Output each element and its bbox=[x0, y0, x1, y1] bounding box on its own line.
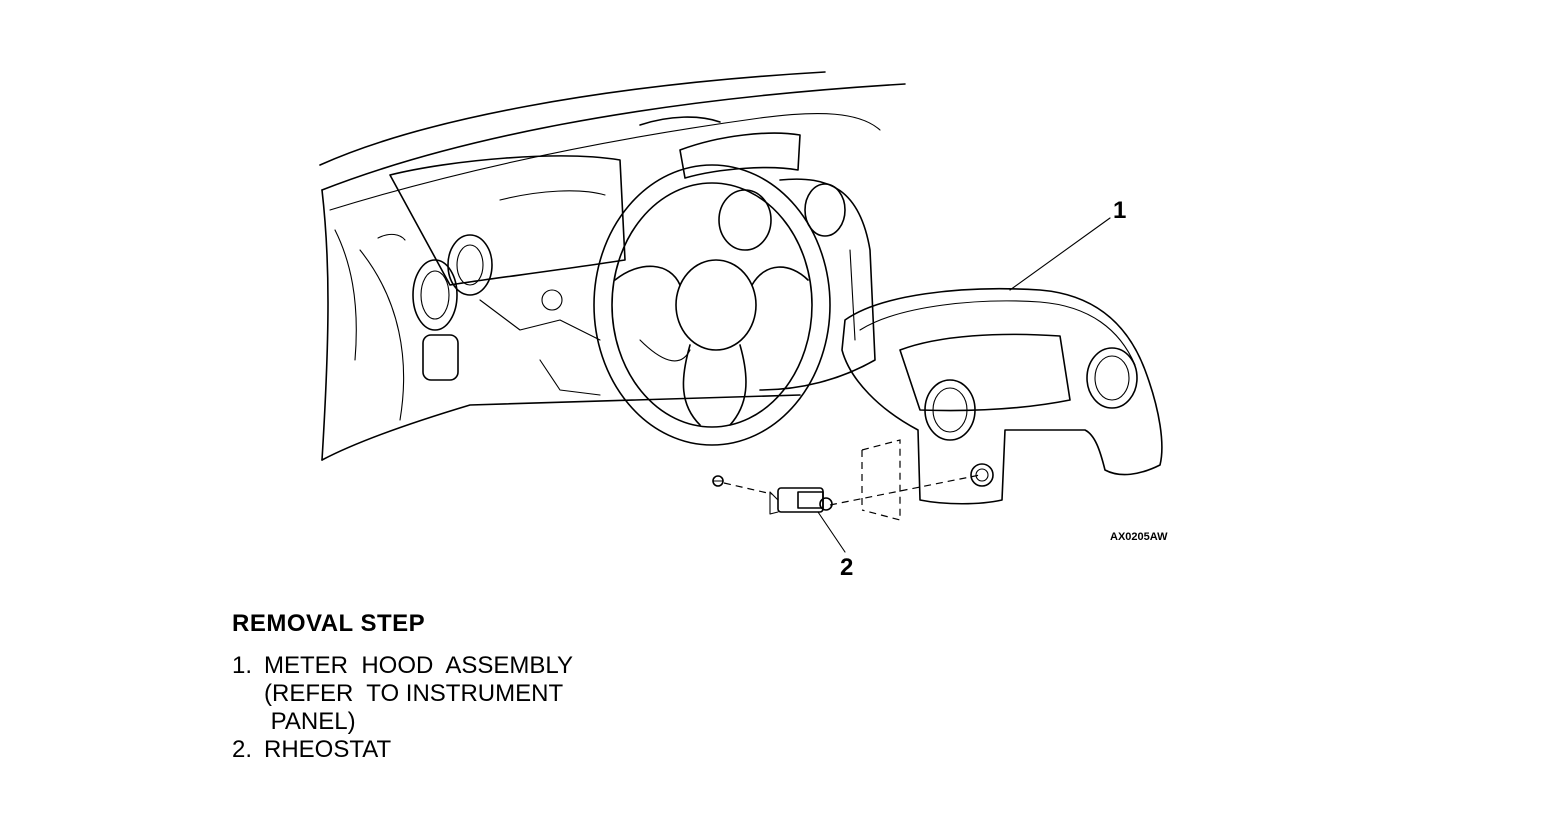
callout-2-label: 2 bbox=[840, 554, 853, 581]
step-1-text: METER HOOD ASSEMBLY (REFER TO INSTRUMENT… bbox=[264, 652, 573, 735]
removal-steps: REMOVAL STEP 1. METER HOOD ASSEMBLY (REF… bbox=[232, 610, 752, 764]
exploded-view-lines bbox=[723, 439, 981, 521]
callout-2-leader bbox=[817, 511, 846, 553]
callout-1-leader bbox=[1009, 217, 1111, 291]
steering-wheel bbox=[593, 164, 831, 446]
step-2-number: 2. bbox=[232, 736, 253, 763]
instrument-cluster bbox=[389, 155, 626, 396]
step-2: 2. RHEOSTAT bbox=[232, 736, 752, 764]
figure-code: AX0205AW bbox=[1110, 531, 1168, 543]
step-1-number: 1. bbox=[232, 652, 253, 679]
step-1: 1. METER HOOD ASSEMBLY (REFER TO INSTRUM… bbox=[232, 652, 752, 736]
callout-1-label: 1 bbox=[1113, 197, 1126, 224]
step-2-text: RHEOSTAT bbox=[264, 736, 392, 763]
removal-steps-title: REMOVAL STEP bbox=[232, 610, 426, 637]
dashboard-outline bbox=[319, 71, 906, 461]
screw bbox=[712, 475, 724, 487]
meter-hood-assembly bbox=[841, 288, 1163, 505]
rheostat bbox=[769, 487, 833, 515]
center-console bbox=[639, 116, 876, 391]
